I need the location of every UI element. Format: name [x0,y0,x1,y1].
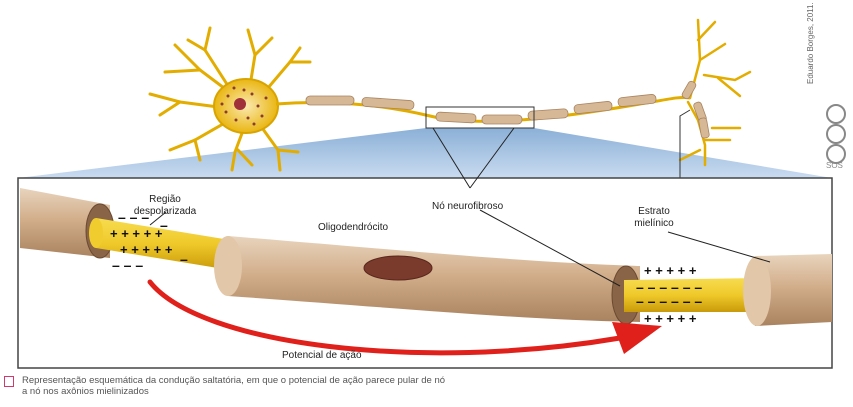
depolarized-region-label-line1: Região [120,194,210,206]
oligodendrocyte-label: Oligodendrócito [318,222,388,234]
soma-nucleus [234,98,246,110]
zoom-wedge [18,128,832,178]
logo-text: SOS [826,160,843,172]
neuron-soma [214,79,278,133]
terminal-myelin-segments [681,80,710,138]
svg-text:+ + + + +: + + + + + [120,242,173,257]
svg-text:+ + + + +: + + + + + [110,226,163,241]
top-myelin-segments [306,94,656,124]
depolarized-region-label: Região despolarizada [120,194,210,218]
node-label: Nó neurofibroso [432,201,503,213]
myelin-label: Estrato mielínico [624,206,684,230]
figure-caption: Representação esquemática da condução sa… [22,375,822,397]
myelin-label-line1: Estrato [624,206,684,218]
central-myelin-end [214,236,242,296]
right-myelin-end [743,256,771,326]
action-potential-label: Potencial de ação [282,350,362,362]
caption-icon [4,376,14,387]
myelin-label-line2: mielínico [624,218,684,230]
depolarized-region-label-line2: despolarizada [120,206,210,218]
caption-line1: Representação esquemática da condução sa… [22,375,822,386]
svg-text:–: – [180,251,188,267]
publisher-logo [827,105,845,163]
svg-text:– – – – – –: – – – – – – [636,293,702,309]
caption-line2: a nó nos axônios mielinizados [22,386,822,397]
svg-text:– – –: – – – [112,257,143,273]
svg-text:+ + + + +: + + + + + [644,263,697,278]
axon-cut-face [89,218,103,248]
svg-text:+ + + + +: + + + + + [644,311,697,326]
charges-right: + + + + + – – – – – – – – – – – – + + + … [636,263,702,326]
oligodendrocyte-nucleus [364,256,432,280]
image-credit: Eduardo Borges, 2011. Digital [806,0,815,84]
